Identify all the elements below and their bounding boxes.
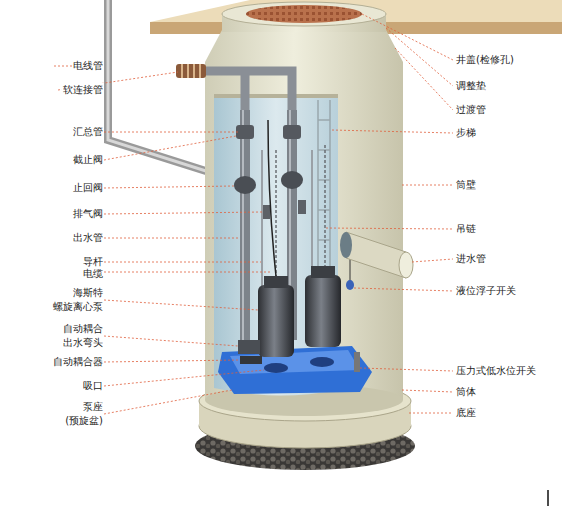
transition-cone <box>205 30 403 62</box>
part-label: 海斯特 螺旋离心泵 <box>48 286 104 314</box>
part-label: 泵座 (预旋盆) <box>48 400 104 428</box>
part-label: 截止阀 <box>72 153 104 167</box>
part-label: 电缆 <box>82 267 104 281</box>
inlet-pipe-mouth <box>340 232 352 258</box>
cylinder-wall <box>205 62 403 400</box>
part-label: 吸口 <box>82 379 104 393</box>
soft-connector-ribs <box>182 64 200 78</box>
pump <box>305 275 341 347</box>
pump-motor-top <box>311 266 335 278</box>
part-label: 止回阀 <box>72 181 104 195</box>
check-valve <box>234 176 256 194</box>
coupling-elbow <box>238 340 260 354</box>
part-label: 汇总管 <box>72 125 104 139</box>
inlet-pipe-end <box>399 252 413 278</box>
check-valve <box>281 171 303 189</box>
part-label: 调整垫 <box>455 79 487 93</box>
outlet-pipe <box>240 110 250 350</box>
pump-motor-top <box>264 276 288 288</box>
part-label: 筒壁 <box>455 178 477 192</box>
pipe-highlight <box>242 110 244 350</box>
part-label: 井盖(检修孔) <box>455 53 515 67</box>
part-label: 液位浮子开关 <box>455 284 517 298</box>
part-label: 自动耦合器 <box>52 355 104 369</box>
part-label: 软连接管 <box>62 83 104 97</box>
part-label: 排气阀 <box>72 207 104 221</box>
gate-valve <box>236 125 254 139</box>
part-label: 进水管 <box>455 252 487 266</box>
soft-connector <box>176 64 206 78</box>
lifting-chain <box>324 145 326 275</box>
part-label: 电线管 <box>72 59 104 73</box>
float-switch <box>346 280 354 290</box>
header-pipe <box>206 71 292 110</box>
gate-valve <box>283 125 301 139</box>
part-label: 吊链 <box>455 222 477 236</box>
part-label: 过渡管 <box>455 103 487 117</box>
cylinder-top <box>222 2 386 26</box>
part-label: 筒体 <box>455 385 477 399</box>
air-valve <box>298 200 306 214</box>
part-label: 出水管 <box>72 231 104 245</box>
cable <box>268 120 276 276</box>
pump <box>258 285 294 357</box>
leader-lines <box>54 14 453 414</box>
part-label: 压力式低水位开关 <box>455 364 537 378</box>
header-pipe <box>241 71 250 110</box>
inlet-pipe <box>346 232 406 278</box>
edge-mark <box>547 490 549 506</box>
low-level-switch <box>354 352 360 372</box>
suction-inlet <box>264 363 288 373</box>
suction-inlet <box>310 357 334 367</box>
auto-coupler <box>240 356 262 364</box>
manhole-cover <box>246 5 362 23</box>
part-label: 步梯 <box>455 126 477 140</box>
air-valve <box>262 205 270 219</box>
part-label: 自动耦合 出水弯头 <box>48 322 104 350</box>
cutaway-edge <box>214 94 338 98</box>
part-label: 底座 <box>455 406 477 420</box>
